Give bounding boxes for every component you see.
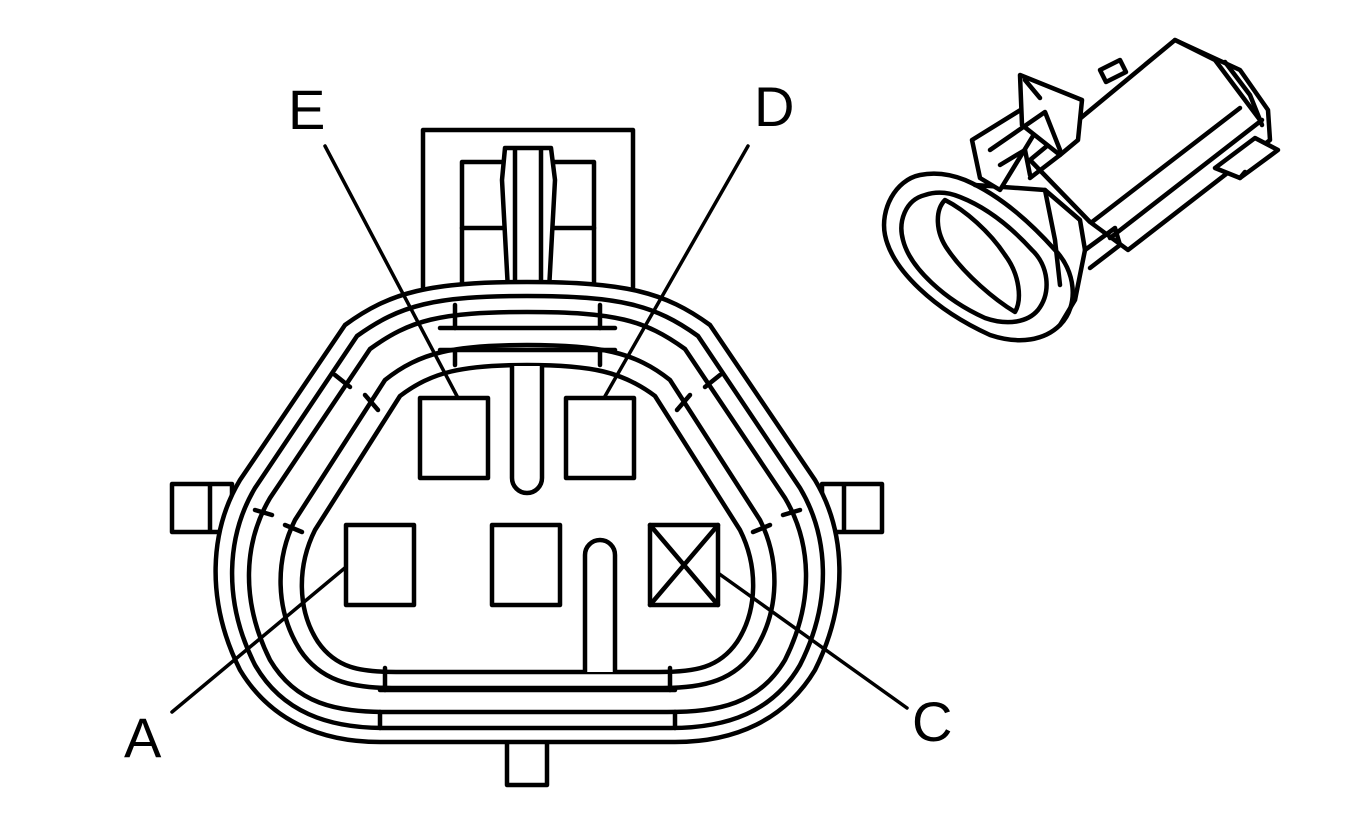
cavity-b: [489, 522, 563, 608]
leader-line-d: [602, 144, 750, 400]
label-a: A: [124, 706, 162, 769]
leader-line-e: [323, 144, 460, 400]
label-e: E: [288, 78, 325, 141]
cavity-d: [563, 395, 637, 481]
cavity-c-plugged: [647, 522, 721, 608]
label-c: C: [912, 690, 952, 753]
connector-iso-view: [881, 37, 1281, 343]
housing-outline: [213, 279, 842, 745]
label-d: D: [754, 75, 794, 138]
leader-lines: [170, 144, 909, 714]
locking-tab: [420, 127, 636, 298]
keying-rib-top: [509, 366, 545, 496]
keying-rib-bottom: [582, 537, 618, 672]
cavity-e: [417, 395, 491, 481]
cavity-a: [343, 522, 417, 608]
connector-face: [169, 127, 885, 788]
leader-line-a: [170, 565, 348, 714]
leader-line-c: [716, 571, 909, 710]
